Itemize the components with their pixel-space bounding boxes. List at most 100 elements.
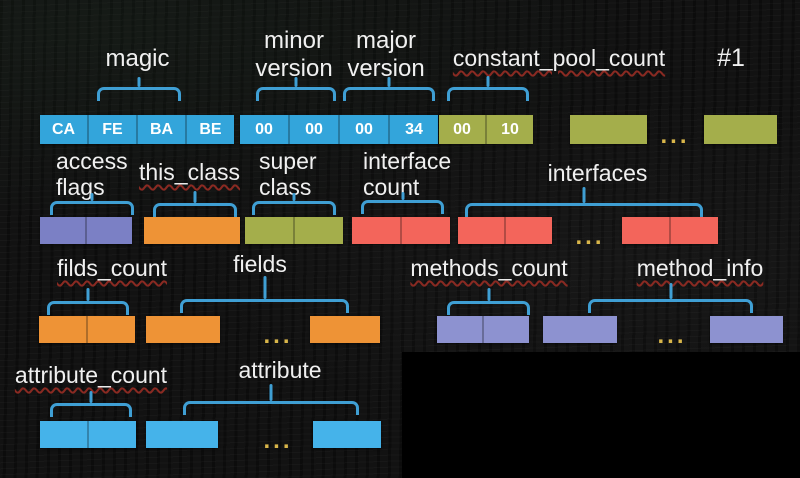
slide-number-badge: #1 <box>706 44 756 73</box>
version-bytes-group: 00 00 00 34 <box>240 115 438 144</box>
brace-fields <box>180 299 349 313</box>
brace-magic <box>97 87 181 101</box>
constant-pool-entry-box <box>704 115 777 144</box>
major-version-line2: version <box>347 54 425 82</box>
byte-cell <box>622 217 669 244</box>
byte-cell <box>86 316 135 343</box>
attribute-count-label: attribute_count <box>8 362 174 388</box>
brace-interface-count <box>361 200 444 214</box>
this-class-box <box>144 217 240 244</box>
attribute-entry-box <box>313 421 381 448</box>
fields-count-label: filds_count <box>50 255 174 281</box>
fields-text: fields <box>233 251 287 277</box>
byte-cell <box>437 316 482 343</box>
byte-cell <box>39 316 86 343</box>
constant-pool-entry-box <box>570 115 647 144</box>
interfaces-label: interfaces <box>540 160 655 186</box>
black-overlay-rectangle <box>402 352 800 478</box>
magic-bytes-group: CA FE BA BE <box>40 115 234 144</box>
this-class-label: this_class <box>139 159 240 185</box>
constant-pool-count-text: constant_pool_count <box>452 45 666 71</box>
access-flags-line2: flags <box>56 174 105 201</box>
byte-cell: BA <box>136 115 185 144</box>
brace-attribute <box>183 401 359 415</box>
magic-label: magic <box>90 45 185 73</box>
byte-cell <box>245 217 293 244</box>
ellipsis-icon: ... <box>263 321 293 349</box>
method-info-text: method_info <box>636 255 764 281</box>
brace-fields-count <box>47 301 129 315</box>
method-info-label: method_info <box>630 255 770 281</box>
interface-count-line1: interface <box>363 148 452 174</box>
constant-pool-count-label: constant_pool_count <box>445 45 673 71</box>
byte-cell: FE <box>87 115 136 144</box>
methods-count-text: methods_count <box>410 255 568 281</box>
interface-entry-group <box>622 217 718 244</box>
minor-version-label: minor version <box>249 27 339 82</box>
ellipsis-icon: ... <box>575 222 605 250</box>
byte-cell: 10 <box>485 115 533 144</box>
super-class-line2: class <box>259 174 312 201</box>
byte-cell <box>85 217 132 244</box>
interface-entry-group <box>458 217 552 244</box>
attribute-entry-box <box>146 421 218 448</box>
attribute-label: attribute <box>230 357 330 383</box>
byte-cell: 00 <box>453 120 471 138</box>
fields-count-group <box>39 316 135 343</box>
brace-constant-pool-count <box>447 87 529 101</box>
byte-cell <box>504 217 552 244</box>
byte-cell <box>458 217 504 244</box>
brace-methods-count <box>447 301 530 315</box>
major-version-label: major version <box>341 27 431 82</box>
byte-cell <box>87 421 136 448</box>
access-flags-group <box>40 217 132 244</box>
method-info-box <box>543 316 617 343</box>
methods-count-group <box>437 316 529 343</box>
ellipsis-icon: ... <box>263 426 293 454</box>
slide-number-text: #1 <box>717 44 745 72</box>
byte-cell <box>40 421 87 448</box>
byte-cell <box>40 217 85 244</box>
methods-count-label: methods_count <box>406 255 572 281</box>
ellipsis-icon: ... <box>657 321 687 349</box>
access-flags-line1: access <box>56 148 128 174</box>
byte-cell: 00 <box>338 115 388 144</box>
interface-count-line2: count <box>363 174 420 201</box>
brace-major-version <box>343 87 435 101</box>
byte-cell <box>669 217 718 244</box>
brace-super-class <box>252 201 336 215</box>
fields-count-text: filds_count <box>57 255 167 281</box>
attribute-count-text: attribute_count <box>14 362 168 388</box>
interfaces-text: interfaces <box>547 160 648 186</box>
brace-minor-version <box>256 87 336 101</box>
byte-cell <box>352 217 400 244</box>
byte-cell: 00 <box>255 120 273 138</box>
attribute-count-group <box>40 421 136 448</box>
interface-count-label: interface count <box>363 148 451 201</box>
magic-label-text: magic <box>105 45 170 72</box>
byte-cell <box>482 316 529 343</box>
field-entry-box <box>146 316 220 343</box>
field-entry-box <box>310 316 380 343</box>
super-class-label: super class <box>259 148 317 201</box>
byte-cell: CA <box>51 120 76 138</box>
brace-access-flags <box>50 201 134 215</box>
super-class-line1: super <box>259 148 317 174</box>
access-flags-label: access flags <box>56 148 128 201</box>
major-version-line1: major <box>355 27 416 54</box>
byte-cell: 00 <box>288 115 338 144</box>
fields-label: fields <box>228 251 292 277</box>
byte-cell: BE <box>185 115 234 144</box>
ellipsis-icon: ... <box>660 121 690 149</box>
this-class-text: this_class <box>139 159 240 185</box>
constant-pool-count-group: 00 10 <box>439 115 533 144</box>
brace-this-class <box>153 203 237 217</box>
minor-version-line1: minor <box>263 27 324 54</box>
byte-cell <box>293 217 343 244</box>
super-class-group <box>245 217 343 244</box>
brace-method-info <box>588 299 753 313</box>
brace-attribute-count <box>50 403 132 417</box>
byte-cell <box>400 217 450 244</box>
attribute-text: attribute <box>238 357 322 383</box>
